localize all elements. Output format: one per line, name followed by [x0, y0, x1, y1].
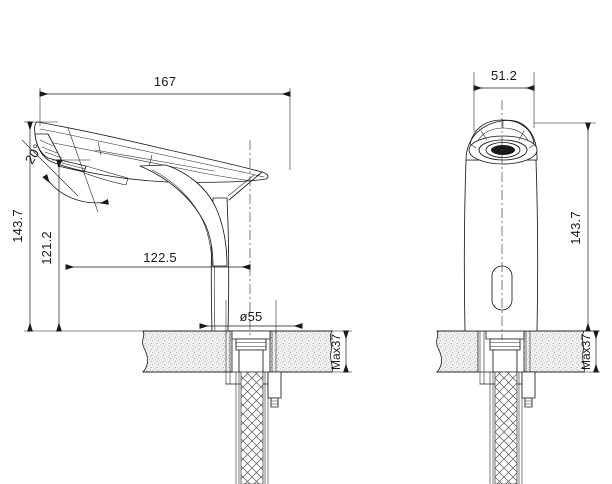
dim-dia55-label: ø55	[239, 309, 262, 324]
dim-121-2-group: 121.2	[39, 159, 90, 332]
lock-nut-r	[489, 338, 521, 351]
braided-hose-right	[489, 371, 523, 484]
dim-max37-left-label: Max37	[329, 334, 343, 370]
connector-left	[267, 371, 282, 408]
shank-collar	[231, 330, 271, 340]
counter-slab-right	[269, 330, 333, 373]
connector-tip	[270, 397, 279, 408]
shank-collar-r	[485, 330, 525, 340]
aerator-ring	[485, 142, 521, 158]
counter-section-right	[436, 330, 585, 373]
spout-left	[34, 121, 269, 267]
dim-51-2-group: 51.2	[473, 68, 535, 132]
dim-122-5-label: 122.5	[143, 250, 177, 265]
hose-braid-r	[494, 371, 518, 484]
front-view-group: 51.2 143.7 Max37	[436, 68, 600, 484]
dim-143-7-left-label: 143.7	[10, 209, 25, 243]
dim-167-label: 167	[154, 74, 176, 89]
dim-143-7-right-label: 143.7	[568, 211, 583, 245]
dim-dia55-group: ø55	[199, 300, 303, 334]
faucet-head-right	[465, 119, 538, 165]
side-view-group: 20° 167 143.7 121.2 122.5	[10, 74, 352, 484]
counter-section-left	[142, 330, 333, 373]
column-outline-r	[463, 159, 539, 332]
dim-122-5-group: 122.5	[65, 250, 251, 270]
connector-body-r	[521, 371, 536, 399]
connector-body	[267, 371, 282, 399]
dim-143-7-right-group: 143.7	[534, 122, 596, 332]
threaded-shank	[238, 349, 264, 373]
threaded-shank-r	[492, 349, 518, 373]
hose-braid	[240, 371, 264, 484]
dim-max37-right-group: Max37	[579, 330, 600, 373]
dim-max37-left-group: Max37	[328, 330, 352, 373]
counter-slab-left-r	[436, 330, 479, 373]
dim-max37-right-label: Max37	[579, 334, 593, 370]
mounting-hardware-left	[225, 330, 277, 385]
dim-143-7-left-group: 143.7	[10, 121, 146, 332]
faucet-column-right	[463, 159, 539, 332]
outlet-hole	[491, 145, 515, 155]
dim-51-2-label: 51.2	[491, 68, 517, 83]
connector-right	[521, 371, 536, 408]
dim-167-group: 167	[39, 74, 291, 170]
lock-nut	[235, 338, 267, 351]
braided-hose-left	[235, 371, 269, 484]
dim-121-2-label: 121.2	[39, 231, 54, 265]
counter-slab-left	[142, 330, 233, 373]
connector-tip-r	[524, 397, 533, 408]
counter-slab-right-r	[523, 330, 585, 373]
